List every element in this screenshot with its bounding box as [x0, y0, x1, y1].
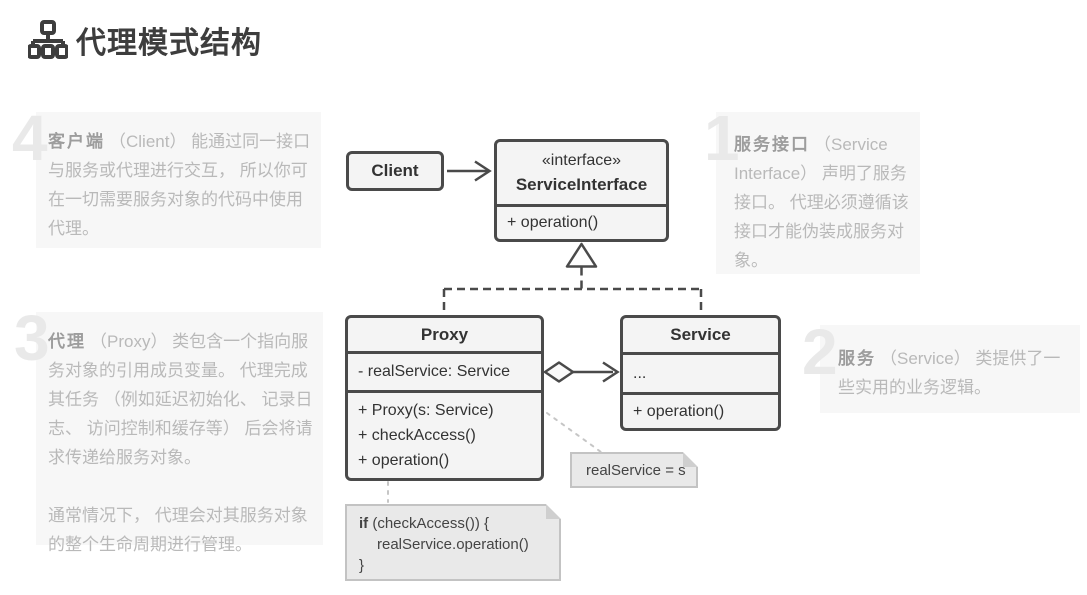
- annotation-3-number: 3: [14, 302, 50, 374]
- uml-interface-service-interface: «interface» ServiceInterface + operation…: [494, 139, 669, 242]
- uml-class-client: Client: [346, 151, 444, 191]
- proxy-method-operation: + operation(): [358, 452, 450, 469]
- annotation-2-term: 服务: [838, 349, 876, 368]
- code-line-1: if (checkAccess()) {: [359, 515, 490, 532]
- service-method: + operation(): [623, 392, 778, 428]
- client-interface-association-arrow: [447, 160, 492, 182]
- realization-connector: [442, 242, 703, 313]
- annotation-4-body: （Client） 能通过同一接口与服务或代理进行交互， 所以你可在一切需要服务对…: [48, 132, 311, 238]
- note-real-service-assignment: realService = s: [570, 452, 698, 488]
- note-operation-code: if (checkAccess()) { realService.operati…: [345, 504, 561, 581]
- annotation-3-term: 代理: [48, 332, 86, 351]
- annotation-1-body: （Service Interface） 声明了服务接口。 代理必须遵循该接口才能…: [734, 135, 909, 270]
- interface-stereotype: «interface»: [541, 152, 622, 169]
- annotation-1-service-interface: 服务接口（Service Interface） 声明了服务接口。 代理必须遵循该…: [734, 130, 912, 275]
- annotation-4-term: 客户端: [48, 132, 105, 151]
- annotation-2-number: 2: [802, 316, 838, 388]
- code-line-3: }: [359, 557, 365, 574]
- annotation-1-number: 1: [704, 102, 740, 174]
- page-title: 代理模式结构: [76, 27, 262, 60]
- annotation-3-background: [36, 312, 323, 545]
- proxy-method-constructor: + Proxy(s: Service): [358, 402, 494, 419]
- uml-class-service: Service ... + operation(): [620, 315, 781, 431]
- code-keyword-if: if: [359, 515, 369, 532]
- annotation-1-background: [716, 112, 920, 274]
- assignment-note-link: [546, 412, 602, 453]
- proxy-field: - realService: Service: [348, 351, 541, 390]
- service-field-ellipsis: ...: [623, 352, 778, 392]
- proxy-class-name: Proxy: [420, 324, 469, 344]
- annotation-2-service: 服务（Service） 类提供了一些实用的业务逻辑。: [838, 344, 1074, 402]
- proxy-method-check-access: + checkAccess(): [358, 427, 476, 444]
- annotation-4-background: [36, 112, 321, 248]
- service-class-name: Service: [670, 325, 731, 344]
- structure-icon: [28, 20, 68, 59]
- annotation-3-body2: 通常情况下， 代理会对其服务对象的整个生命周期进行管理。: [48, 506, 308, 554]
- page-header: 代理模式结构: [28, 18, 262, 62]
- annotation-4-number: 4: [12, 102, 48, 174]
- interface-method: + operation(): [497, 204, 666, 239]
- annotation-2-background: [820, 325, 1080, 413]
- annotation-3-proxy: 代理（Proxy） 类包含一个指向服务对象的引用成员变量。 代理完成其任务 （例…: [48, 327, 314, 559]
- proxy-service-aggregation-arrow: [543, 361, 620, 383]
- uml-class-proxy: Proxy - realService: Service + Proxy(s: …: [345, 315, 544, 481]
- code-line-2: realService.operation(): [377, 536, 529, 553]
- annotation-1-term: 服务接口: [734, 135, 810, 154]
- annotation-2-body: （Service） 类提供了一些实用的业务逻辑。: [838, 349, 1061, 397]
- interface-header: «interface» ServiceInterface: [497, 142, 666, 204]
- annotation-3-body: （Proxy） 类包含一个指向服务对象的引用成员变量。 代理完成其任务 （例如延…: [48, 332, 313, 467]
- annotation-4-client: 客户端（Client） 能通过同一接口与服务或代理进行交互， 所以你可在一切需要…: [48, 127, 314, 243]
- client-class-name: Client: [371, 161, 419, 180]
- note-assignment-text: realService = s: [586, 461, 686, 479]
- interface-class-name: ServiceInterface: [515, 175, 648, 194]
- proxy-methods: + Proxy(s: Service) + checkAccess() + op…: [348, 390, 541, 478]
